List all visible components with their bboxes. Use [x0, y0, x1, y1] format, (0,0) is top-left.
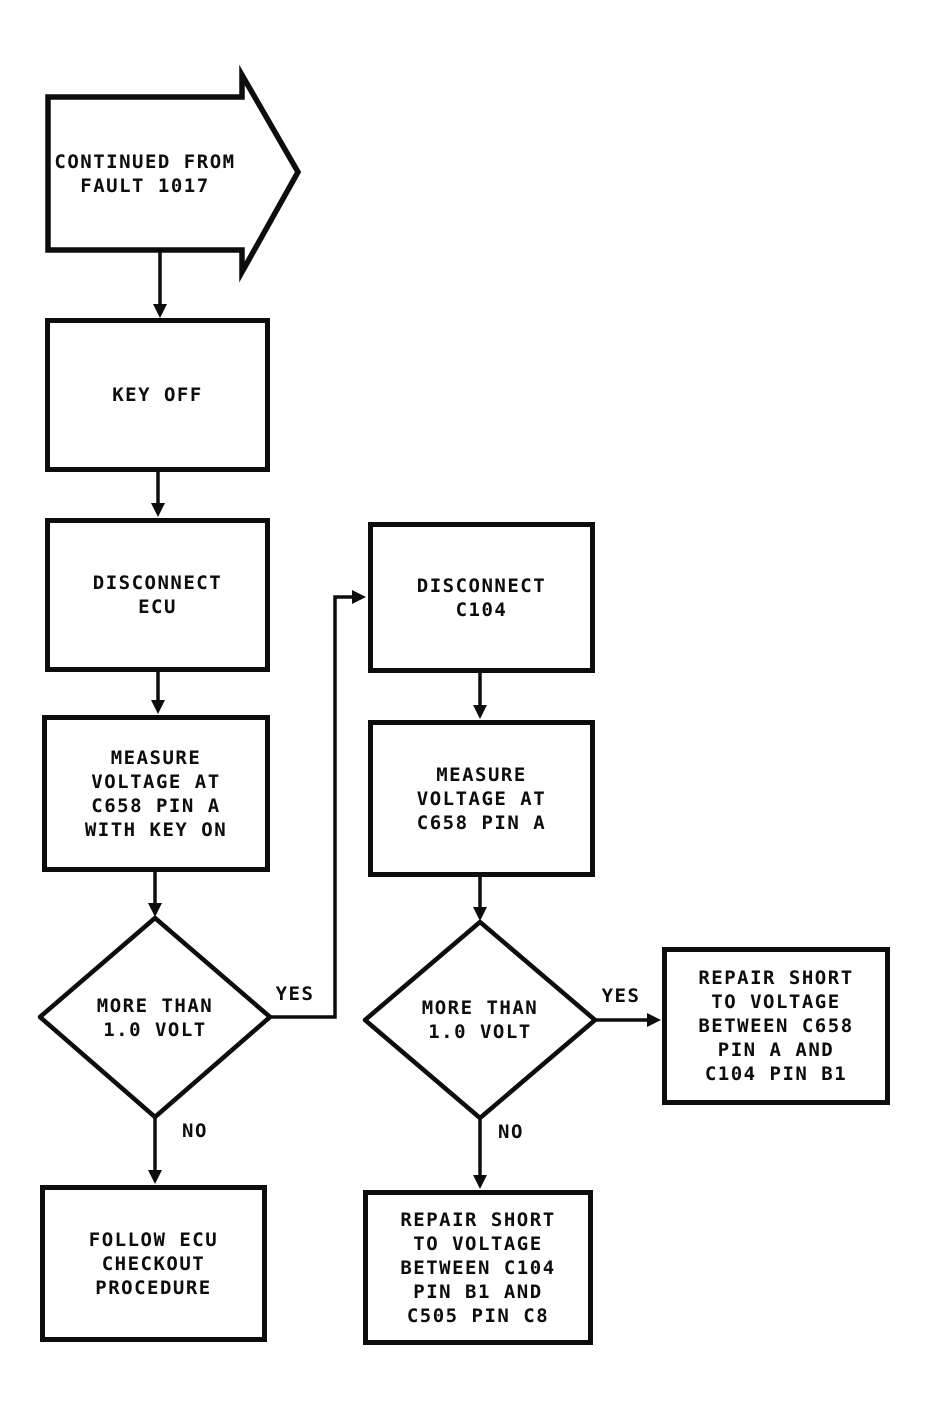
node-repair-short-c104-c505-label: REPAIR SHORT TO VOLTAGE BETWEEN C104 PIN… [400, 1208, 556, 1327]
node-repair-short-c658-c104: REPAIR SHORT TO VOLTAGE BETWEEN C658 PIN… [662, 947, 890, 1105]
node-measure-voltage-c658-label: MEASURE VOLTAGE AT C658 PIN A [416, 763, 547, 834]
edge-label-no-left: NO [182, 1120, 208, 1142]
node-continued-from: CONTINUED FROM FAULT 1017 [48, 97, 242, 250]
arrowhead-right-icon [647, 1013, 661, 1027]
node-measure-voltage-key-on: MEASURE VOLTAGE AT C658 PIN A WITH KEY O… [42, 715, 270, 872]
edge-label-no-right: NO [498, 1121, 524, 1143]
arrowhead-down-icon [148, 903, 162, 917]
node-key-off-label: KEY OFF [112, 384, 203, 406]
arrowhead-down-icon [148, 1170, 162, 1184]
arrowhead-down-icon [151, 503, 165, 517]
arrowhead-down-icon [473, 1175, 487, 1189]
node-measure-voltage-c658: MEASURE VOLTAGE AT C658 PIN A [368, 720, 595, 877]
decision-left-label: MORE THAN 1.0 VOLT [96, 995, 214, 1041]
node-repair-short-c104-c505: REPAIR SHORT TO VOLTAGE BETWEEN C104 PIN… [363, 1190, 593, 1345]
arrowhead-down-icon [473, 705, 487, 719]
node-disconnect-c104: DISCONNECT C104 [368, 522, 595, 673]
node-disconnect-ecu: DISCONNECT ECU [45, 518, 270, 672]
node-measure-voltage-key-on-label: MEASURE VOLTAGE AT C658 PIN A WITH KEY O… [84, 746, 228, 841]
arrowhead-down-icon [151, 700, 165, 714]
edge-label-yes-left: YES [275, 983, 315, 1005]
node-disconnect-ecu-label: DISCONNECT ECU [92, 572, 223, 618]
decision-right-label: MORE THAN 1.0 VOLT [421, 997, 539, 1043]
node-repair-short-c658-c104-label: REPAIR SHORT TO VOLTAGE BETWEEN C658 PIN… [698, 967, 854, 1085]
node-disconnect-c104-label: DISCONNECT C104 [416, 574, 547, 621]
node-continued-from-label: CONTINUED FROM FAULT 1017 [54, 150, 236, 197]
connector-yes-left-elbow [270, 595, 352, 1019]
node-follow-ecu-checkout: FOLLOW ECU CHECKOUT PROCEDURE [40, 1185, 267, 1342]
node-follow-ecu-checkout-label: FOLLOW ECU CHECKOUT PROCEDURE [88, 1228, 219, 1299]
arrowhead-right-icon [352, 590, 366, 604]
edge-label-yes-right: YES [601, 985, 641, 1007]
arrowhead-down-icon [153, 304, 167, 318]
node-key-off: KEY OFF [45, 318, 270, 472]
continued-from-arrow-shape [45, 64, 302, 283]
arrowhead-down-icon [473, 907, 487, 921]
